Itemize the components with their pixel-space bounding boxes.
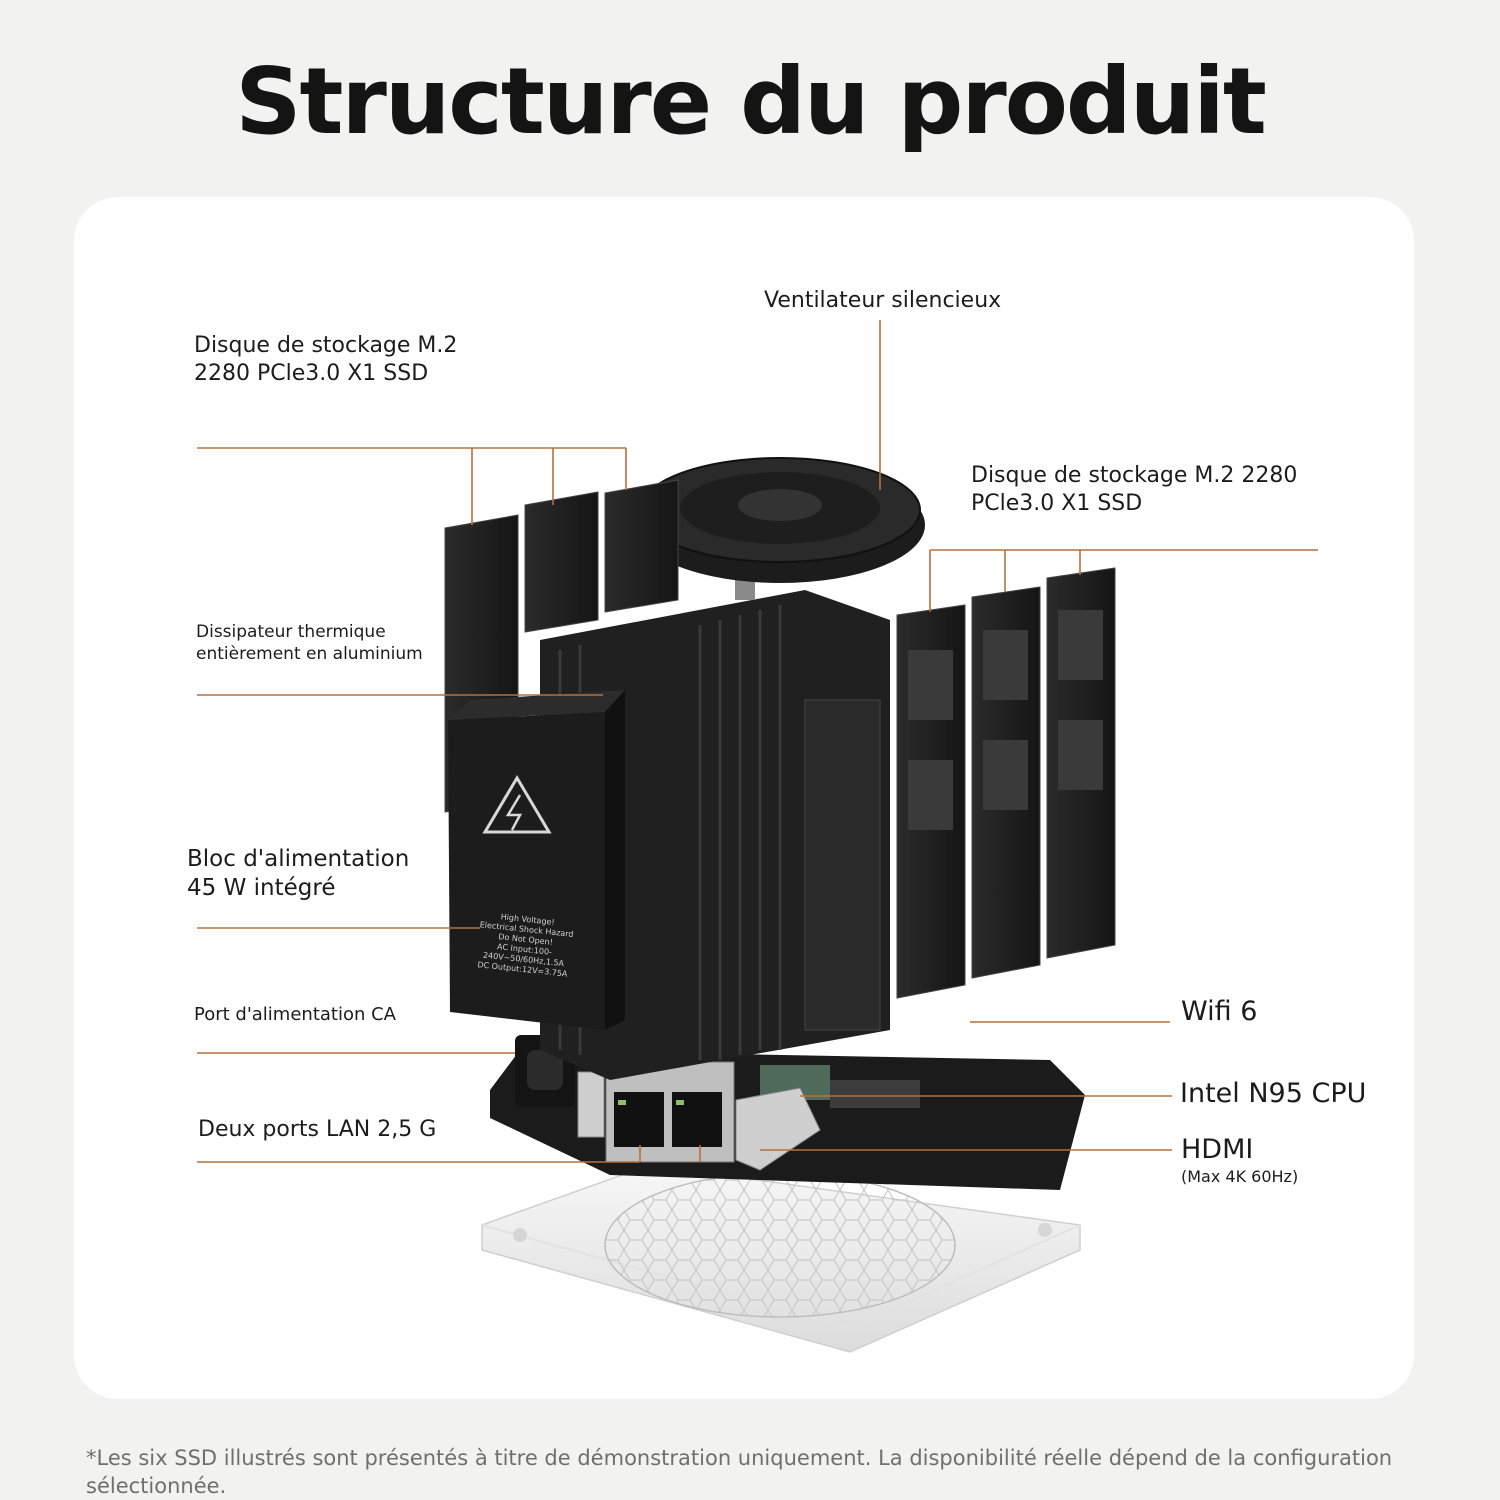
label-fan: Ventilateur silencieux — [764, 288, 1002, 313]
label-psu-line2: 45 W intégré — [187, 875, 336, 901]
power-supply-block — [448, 690, 625, 1030]
label-ssd-left-line2: 2280 PCle3.0 X1 SSD — [194, 361, 429, 386]
label-ssd-left-line1: Disque de stockage M.2 — [194, 333, 458, 358]
page-title: Structure du produit — [235, 48, 1267, 155]
heatsink-core — [540, 590, 890, 1080]
label-psu-line1: Bloc d'alimentation — [187, 846, 410, 872]
label-ssd-right: Disque de stockage M.2 2280 PCle3.0 X1 S… — [971, 462, 1297, 518]
leader-lines — [197, 320, 1318, 1163]
label-heatsink-line2: entièrement en aluminium — [196, 644, 423, 664]
label-ac-port: Port d'alimentation CA — [194, 1004, 396, 1025]
bottom-plate — [481, 1164, 1081, 1353]
label-hdmi-sub: (Max 4K 60Hz) — [1181, 1167, 1299, 1186]
label-ssd-left: Disque de stockage M.2 2280 PCle3.0 X1 S… — [194, 332, 457, 388]
silent-fan — [635, 457, 925, 600]
lan-ports — [605, 1061, 735, 1163]
label-hdmi-main: HDMI — [1181, 1134, 1254, 1165]
label-lan: Deux ports LAN 2,5 G — [198, 1117, 437, 1142]
label-heatsink: Dissipateur thermique entièrement en alu… — [196, 621, 423, 665]
ssd-right-group — [896, 567, 1116, 999]
usb-port — [577, 1071, 605, 1138]
label-heatsink-line1: Dissipateur thermique — [196, 622, 386, 642]
label-ssd-right-line2: PCle3.0 X1 SSD — [971, 491, 1143, 516]
label-psu: Bloc d'alimentation 45 W intégré — [187, 845, 409, 903]
label-cpu: Intel N95 CPU — [1180, 1078, 1367, 1109]
psu-warning-sticker: High Voltage! Electrical Shock Hazard Do… — [467, 909, 583, 980]
label-hdmi: HDMI (Max 4K 60Hz) — [1181, 1134, 1298, 1188]
label-ssd-right-line1: Disque de stockage M.2 2280 — [971, 463, 1298, 488]
footnote: *Les six SSD illustrés sont présentés à … — [86, 1446, 1393, 1498]
label-wifi: Wifi 6 — [1181, 996, 1258, 1027]
